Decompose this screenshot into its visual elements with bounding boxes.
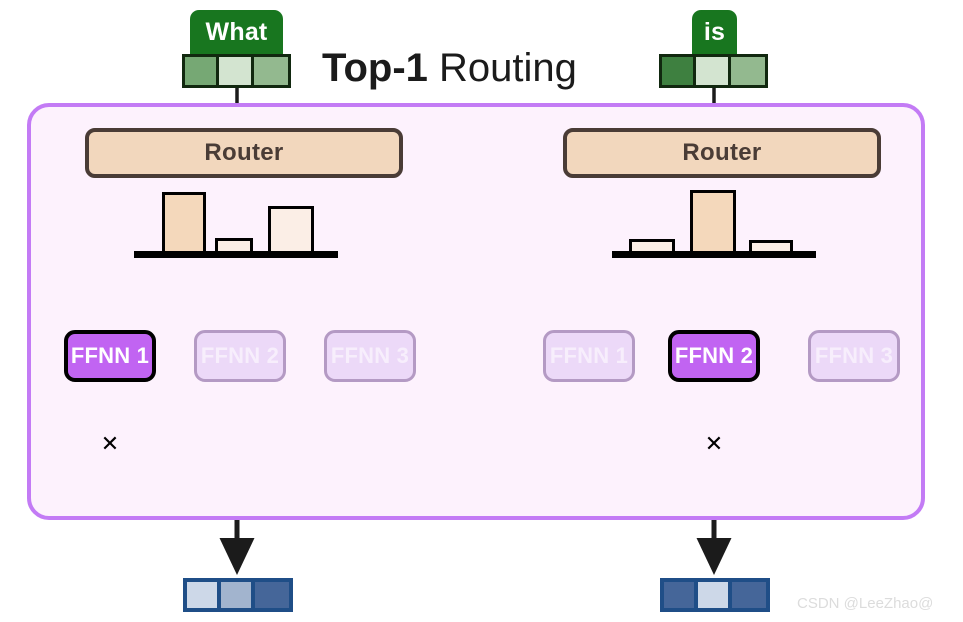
router-bar-2 [268,206,314,254]
title-bold: Top-1 [322,46,428,90]
embedding-cell [732,582,766,608]
expert-left-2[interactable]: FFNN 3 [324,330,416,382]
page-title: Top-1 Routing [322,44,642,92]
multiply-icon-right: ✕ [704,431,724,456]
router-bar-1 [690,190,736,254]
token-chip-is: is [692,10,737,55]
embedding-cell [187,582,221,608]
expert-right-1[interactable]: FFNN 2 [668,330,760,382]
router-left[interactable]: Router [85,128,403,178]
embedding-cell [255,582,289,608]
title-rest: Routing [427,46,577,90]
router-bar-0 [162,192,206,254]
input-embedding-is [659,54,768,88]
watermark: CSDN @LeeZhao@ [797,595,934,612]
output-embedding-right [660,578,770,612]
embedding-cell [664,582,698,608]
token-chip-what: What [190,10,283,55]
input-embedding-what [182,54,291,88]
embedding-cell [662,57,697,85]
expert-left-1[interactable]: FFNN 2 [194,330,286,382]
embedding-cell [730,57,765,85]
router-baseline-right [612,251,816,258]
output-embedding-left [183,578,293,612]
expert-right-2[interactable]: FFNN 3 [808,330,900,382]
embedding-cell [698,582,732,608]
embedding-cell [696,57,731,85]
embedding-cell [219,57,254,85]
embedding-cell [253,57,288,85]
multiply-icon-left: ✕ [100,431,120,456]
expert-left-0[interactable]: FFNN 1 [64,330,156,382]
expert-right-0[interactable]: FFNN 1 [543,330,635,382]
router-baseline-left [134,251,338,258]
router-right[interactable]: Router [563,128,881,178]
embedding-cell [221,582,255,608]
embedding-cell [185,57,220,85]
